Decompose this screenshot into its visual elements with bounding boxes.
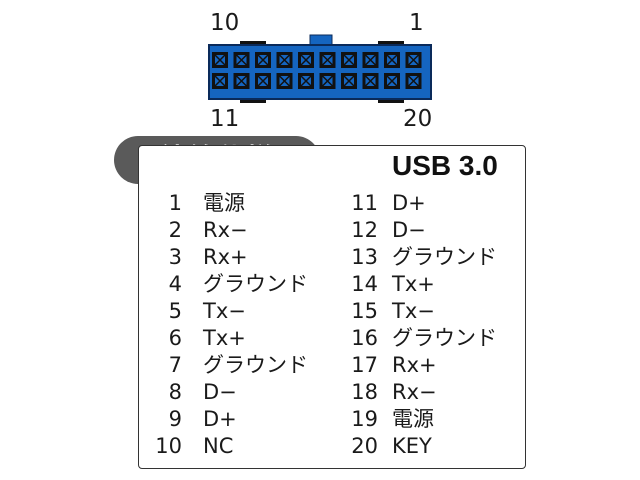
- pin-number: 11: [351, 191, 378, 215]
- connector-key-tab: [309, 34, 333, 46]
- pin-signal: D+: [392, 191, 426, 215]
- connector-pin-contact: [257, 54, 269, 66]
- pin-row: 19 電源: [340, 406, 520, 433]
- connector-pin-contact: [386, 54, 398, 66]
- pin-row: 10 NC: [150, 433, 380, 460]
- pin-row: 20 KEY: [340, 433, 520, 460]
- pin-number: 16: [351, 326, 378, 350]
- pin-signal: 電源: [392, 407, 434, 431]
- connector-pin-contact: [364, 54, 377, 66]
- pin-label-11: 11: [210, 106, 240, 132]
- pin-label-1: 1: [409, 10, 424, 36]
- connector-pin-contact: [386, 75, 398, 87]
- pin-number: 4: [168, 272, 182, 296]
- connector-pin-contact: [300, 54, 312, 66]
- pin-signal: Rx−: [392, 380, 437, 404]
- pin-number: 5: [168, 299, 182, 323]
- connector-pin-contact: [278, 54, 291, 66]
- pin-number: 7: [168, 353, 182, 377]
- connector-pin-contact: [343, 54, 355, 66]
- connector-pin-contact: [407, 54, 420, 66]
- pin-number: 20: [351, 434, 378, 458]
- pin-signal: Tx+: [392, 272, 435, 296]
- pin-row: 12 D−: [340, 217, 520, 244]
- connector-pin-contact: [235, 54, 248, 66]
- usb3-header-connector-diagram: [208, 34, 432, 103]
- pin-signal: 電源: [203, 191, 245, 215]
- connector-pin-contact: [321, 75, 334, 87]
- connector-pin-contact: [343, 75, 355, 87]
- pin-signal: Tx+: [203, 326, 246, 350]
- pin-row: 8 D−: [150, 379, 380, 406]
- pin-number: 15: [351, 299, 378, 323]
- pin-row: 11 D+: [340, 190, 520, 217]
- pin-signal: グラウンド: [392, 326, 497, 350]
- pin-signal: Tx−: [203, 299, 246, 323]
- pin-number: 1: [168, 191, 182, 215]
- connector-pin-contact: [235, 75, 248, 87]
- connector-pin-contact: [300, 75, 312, 87]
- pin-signal: D−: [392, 218, 426, 242]
- connector-pin-grid: [212, 52, 422, 89]
- pin-number: 10: [155, 434, 182, 458]
- pinout-column-right: 11 D+ 12 D− 13 グラウンド 14 Tx+ 15 Tx− 16 グラウンド 17 Rx+ 18 R…: [340, 190, 520, 460]
- connector-pin-contact: [321, 54, 334, 66]
- pin-row: 7 グラウンド: [150, 352, 380, 379]
- pin-number: 9: [168, 407, 182, 431]
- pin-number: 19: [351, 407, 378, 431]
- connector-pin-contact: [407, 75, 420, 87]
- pin-number: 3: [168, 245, 182, 269]
- pin-row: 17 Rx+: [340, 352, 520, 379]
- pin-signal: Rx+: [392, 353, 437, 377]
- pin-signal: グラウンド: [392, 245, 497, 269]
- pin-label-10: 10: [210, 10, 240, 36]
- pin-number: 8: [168, 380, 182, 404]
- usb-standard-title: USB 3.0: [392, 150, 498, 181]
- pin-signal: NC: [203, 434, 234, 458]
- pin-signal: Rx+: [203, 245, 248, 269]
- pin-number: 2: [168, 218, 182, 242]
- pin-row: 18 Rx−: [340, 379, 520, 406]
- pin-label-20: 20: [403, 106, 433, 132]
- pin-row: 6 Tx+: [150, 325, 380, 352]
- pin-row: 14 Tx+: [340, 271, 520, 298]
- pin-row: 1 電源: [150, 190, 380, 217]
- pin-number: 6: [168, 326, 182, 350]
- pin-number: 14: [351, 272, 378, 296]
- pin-row: 5 Tx−: [150, 298, 380, 325]
- pin-row: 4 グラウンド: [150, 271, 380, 298]
- pin-number: 13: [351, 245, 378, 269]
- connector-pin-contact: [257, 75, 269, 87]
- pin-signal: D+: [203, 407, 237, 431]
- pin-signal: グラウンド: [203, 353, 308, 377]
- connector-pin-contact: [214, 75, 226, 87]
- pin-row: 2 Rx−: [150, 217, 380, 244]
- pin-row: 16 グラウンド: [340, 325, 520, 352]
- connector-pin-contact: [214, 54, 226, 66]
- pin-row: 3 Rx+: [150, 244, 380, 271]
- pin-row: 9 D+: [150, 406, 380, 433]
- connector-pin-contact: [364, 75, 377, 87]
- pinout-column-left: 1 電源 2 Rx− 3 Rx+ 4 グラウンド 5 Tx− 6 Tx+ 7 グラウンド 8 D− 9 D+ 10 N…: [150, 190, 380, 460]
- pin-signal: D−: [203, 380, 237, 404]
- pin-row: 13 グラウンド: [340, 244, 520, 271]
- pin-row: 15 Tx−: [340, 298, 520, 325]
- pin-signal: Rx−: [203, 218, 248, 242]
- pin-signal: Tx−: [392, 299, 435, 323]
- pinout-panel: [138, 145, 526, 469]
- pin-signal: KEY: [392, 434, 432, 458]
- pin-number: 18: [351, 380, 378, 404]
- pin-number: 12: [351, 218, 378, 242]
- pin-signal: グラウンド: [203, 272, 308, 296]
- pin-number: 17: [351, 353, 378, 377]
- connector-pin-contact: [278, 75, 291, 87]
